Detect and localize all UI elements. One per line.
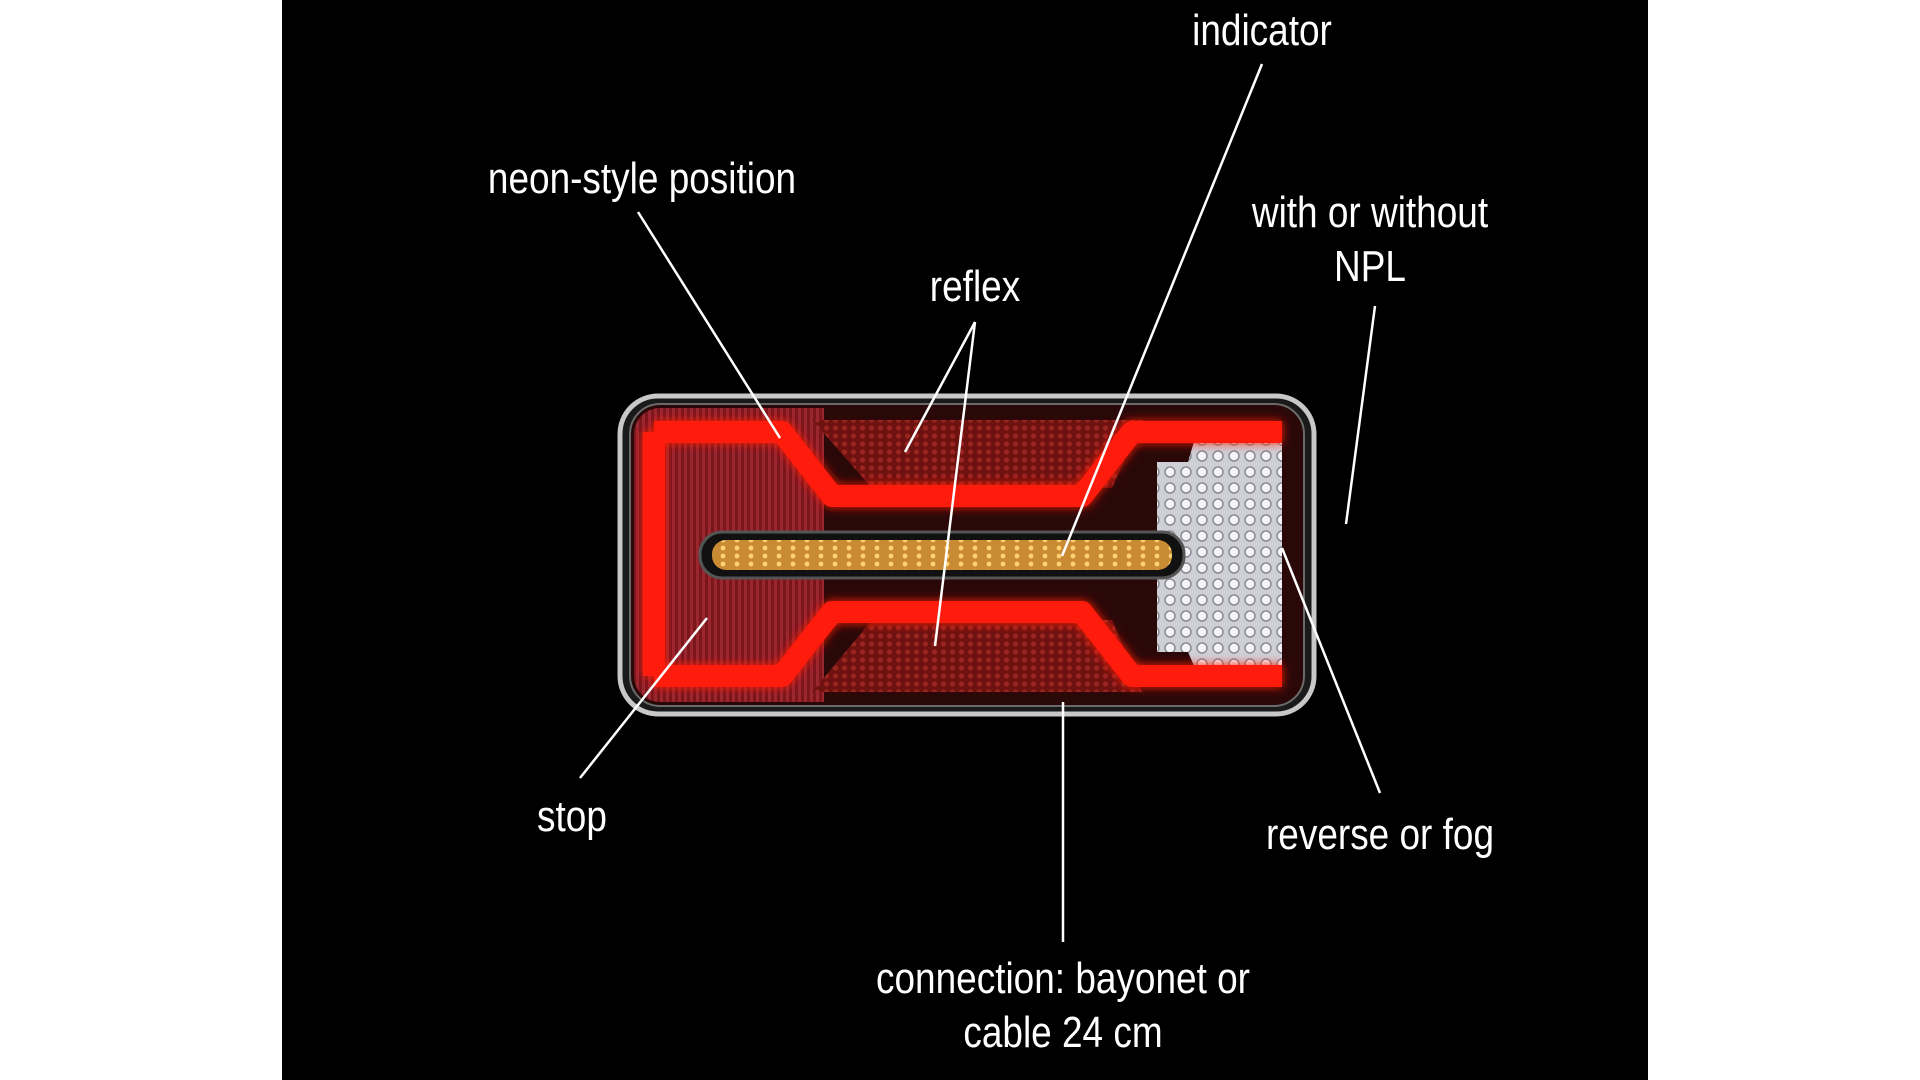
- leader-stop: [579, 617, 708, 779]
- reflex-lower: [812, 620, 1142, 692]
- indicator-strip: [712, 540, 1172, 570]
- tail-lamp-diagram: [579, 63, 1382, 942]
- label-connection: connection: bayonet or cable 24 cm: [861, 952, 1264, 1059]
- label-connection-line-1: connection: bayonet or: [876, 954, 1250, 1003]
- label-stop: stop: [537, 792, 607, 841]
- label-npl: with or without NPL: [1227, 186, 1513, 293]
- label-reverse-fog: reverse or fog: [1265, 810, 1495, 859]
- reverse-fog-lens: [1157, 428, 1282, 684]
- label-indicator: indicator: [1192, 6, 1332, 55]
- reflex-upper: [812, 420, 1142, 488]
- leader-reverse-fog: [1280, 547, 1382, 794]
- leader-npl: [1344, 305, 1377, 525]
- diagram-stage: indicator neon-style position with or wi…: [282, 0, 1648, 1080]
- leader-neon-position: [636, 211, 782, 439]
- label-npl-line-2: NPL: [1334, 241, 1406, 291]
- label-neon-position: neon-style position: [487, 154, 797, 203]
- label-npl-line-1: with or without: [1251, 188, 1489, 237]
- leader-reflex-upper: [903, 321, 977, 453]
- label-connection-line-2: cable 24 cm: [963, 1007, 1163, 1057]
- leader-indicator: [1060, 63, 1264, 557]
- leader-reflex-lower: [933, 321, 977, 647]
- label-reflex: reflex: [929, 262, 1021, 311]
- neon-position-light: [643, 421, 1282, 687]
